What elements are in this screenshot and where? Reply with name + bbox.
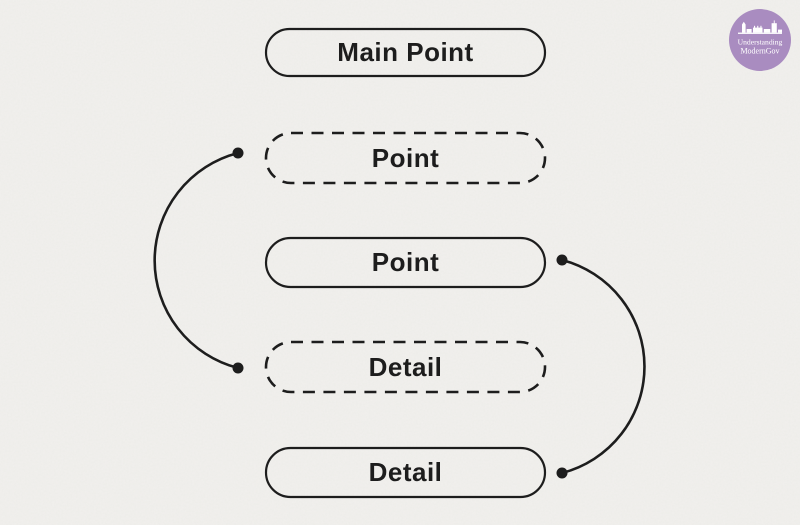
connector-endpoint-dot (232, 362, 244, 374)
node-label-point-2: Point (371, 247, 440, 277)
moderngov-logo: Understanding ModernGov (729, 9, 791, 71)
node-label-point-1: Point (371, 142, 440, 173)
connector-right-arc (560, 258, 646, 475)
westminster-skyline-icon (738, 20, 782, 34)
logo-line1: Understanding (738, 38, 783, 47)
node-label-main-point: Main Point (337, 37, 474, 67)
connector-endpoint-dot (556, 467, 568, 479)
connector-endpoint-dot (556, 254, 568, 266)
node-label-detail-1: Detail (368, 351, 443, 382)
connector-endpoint-dot (232, 147, 244, 159)
node-label-detail-2: Detail (368, 457, 443, 487)
connector-left-arc (153, 151, 240, 370)
logo-line2: ModernGov (740, 47, 779, 56)
